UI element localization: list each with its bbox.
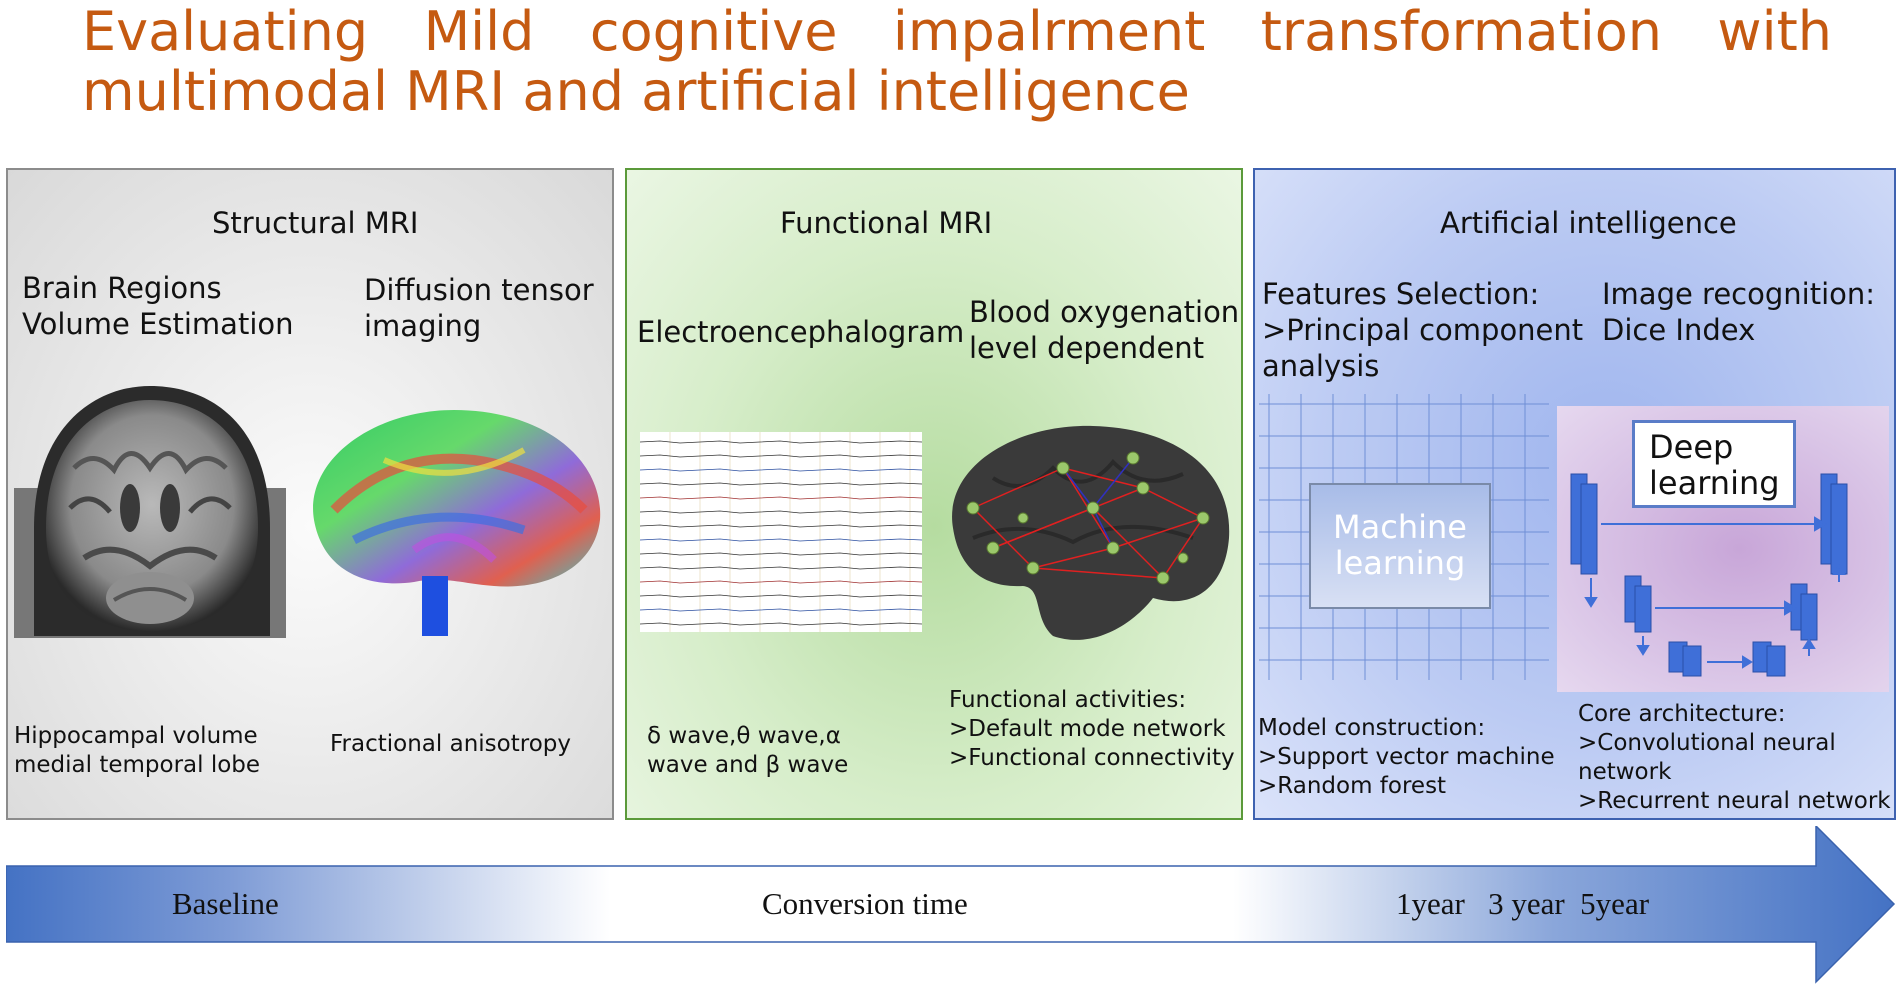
conversion-time-label: Conversion time [762,886,968,921]
structural-mri-heading: Structural MRI [212,206,419,240]
hippocampal-volume-label: Hippocampal volume medial temporal lobe [14,723,261,778]
fractional-anisotropy-label: Fractional anisotropy [330,731,571,757]
model-construction-label: Model construction: >Support vector mach… [1258,715,1555,799]
baseline-label: Baseline [172,886,279,921]
unet-architecture-diagram [1570,473,1848,677]
artificial-intelligence-panel: Artificial intelligence Features Selecti… [1253,168,1896,820]
timeline-arrow [6,826,1896,984]
follow-up-years-label: 1year 3 year 5year [1396,886,1650,921]
ai-heading: Artificial intelligence [1440,206,1737,240]
structural-mri-panel: Structural MRI Brain Regions Volume Esti… [6,168,614,820]
machine-learning-box: Machine learning [1309,483,1491,609]
functional-mri-heading: Functional MRI [780,206,993,240]
features-selection-label: Features Selection: >Principal component… [1262,277,1584,383]
deep-learning-box: Deep learning [1632,420,1796,508]
core-architecture-label: Core architecture: >Convolutional neural… [1578,701,1891,814]
brain-regions-label: Brain Regions Volume Estimation [22,271,294,341]
coronal-mri-image [14,386,286,638]
figure-title: Evaluating Mild cognitive impalrment tra… [82,2,1832,122]
dti-tractography-image [313,410,601,636]
title-line-2: multimodal MRI and artificial intelligen… [82,60,1190,123]
title-line-1: Evaluating Mild cognitive impalrment tra… [82,0,1832,63]
bold-connectivity-brain-image [952,425,1230,640]
functional-mri-panel: Functional MRI Electroencephalogram Bloo… [625,168,1243,820]
bold-label: Blood oxygenation level dependent [969,295,1240,365]
wave-types-label: δ wave,θ wave,α wave and β wave [647,723,849,778]
image-recognition-label: Image recognition: Dice Index [1602,277,1876,347]
eeg-label: Electroencephalogram [637,315,965,349]
dti-label: Diffusion tensor imaging [364,273,594,343]
eeg-trace-image [640,432,922,632]
functional-activities-label: Functional activities: >Default mode net… [949,687,1235,771]
machine-learning-grid [1259,394,1549,680]
